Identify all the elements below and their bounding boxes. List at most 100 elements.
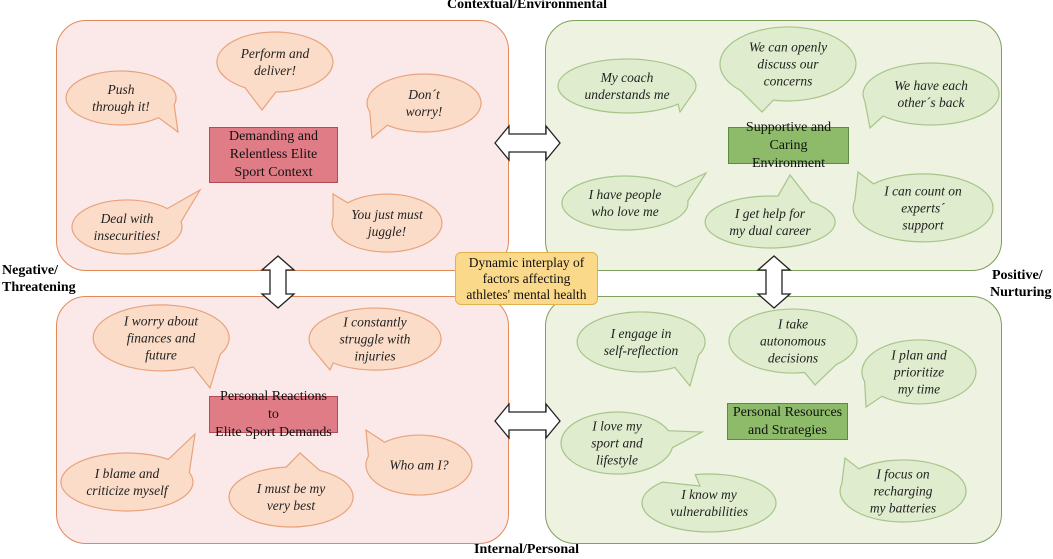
speech-bubble-line: injuries [354,348,396,364]
speech-bubble-line: I blame and [94,466,160,481]
speech-bubble-shape [719,26,857,113]
speech-bubble-line: understands me [584,87,670,102]
speech-bubble-shape [728,308,858,386]
axis-label-bottom: Internal/Personal [474,542,579,557]
speech-bubble-text: Perform and deliver! [241,45,310,79]
speech-bubble-line: I know my [681,487,737,502]
speech-bubble-shape [704,173,836,249]
speech-bubble-line: support [902,217,944,233]
speech-bubble-shape [365,428,473,496]
speech-bubble-line: I take [777,316,809,332]
speech-bubble-line: decisions [767,350,819,366]
speech-bubble-line: my time [897,381,941,397]
speech-bubble-shape [65,70,179,134]
speech-bubble-line: deliver! [254,63,296,78]
speech-bubble-line: Who am I? [389,457,449,473]
axis-label-right: Positive/ Nurturing [990,267,1051,301]
speech-bubble-text: I blame and criticize myself [86,465,167,499]
speech-bubble-text: Push through it! [92,81,150,115]
speech-bubble-line: I constantly [343,314,407,330]
context-title-line: Personal Resources [732,404,843,420]
speech-bubble-shape [561,171,708,231]
double-arrow-right [756,255,792,309]
speech-bubble-line: insecurities! [93,228,161,243]
context-box-demanding: Demanding and Relentless Elite Sport Con… [209,127,338,183]
speech-bubble-text: I know my vulnerabilities [670,486,748,520]
speech-bubble-shape [839,456,967,523]
speech-bubble-line: worry! [405,104,443,119]
speech-bubble-line: juggle! [367,224,407,239]
speech-bubble-line: finances and [126,330,196,346]
context-box-personal-resources: Personal Resources and Strategies [727,403,848,440]
speech-bubble-line: recharging [873,483,933,499]
speech-bubble-line: my batteries [869,500,937,516]
speech-bubble-line: other´s back [897,95,965,110]
speech-bubble-line: My coach [600,70,654,85]
speech-bubble-shape [366,73,482,140]
speech-bubble-text: We have each other´s back [894,77,968,111]
context-title-line: Supportive and [745,119,832,135]
center-box: Dynamic interplay of factors affecting a… [455,252,598,305]
context-title-line: and Strategies [748,422,827,438]
speech-bubble-line: I have people [588,187,662,202]
center-line: Dynamic interplay of [468,254,585,270]
speech-bubble-line: We have each [894,78,968,93]
axis-label-top: Contextual/Environmental [447,0,607,12]
context-box-personal-reactions: Personal Reactions to Elite Sport Demand… [209,389,338,440]
speech-bubble-line: concerns [763,73,813,89]
speech-bubble-line: Perform and [240,46,310,61]
speech-bubble-line: Don´t [408,87,440,102]
speech-bubble-shape [852,170,994,243]
speech-bubble-shape [557,58,697,114]
speech-bubble-shape [560,411,705,475]
speech-bubble-line: sport and [591,435,643,451]
axis-label-left-line2: Threatening [2,280,76,295]
axis-label-right-line1: Positive/ [992,268,1043,283]
speech-bubble-text: Don´t worry! [406,86,443,120]
speech-bubble-line: through it! [92,99,150,114]
speech-bubble-line: I get help for [734,206,806,221]
center-line: athletes' mental health [466,286,587,302]
speech-bubble-line: Push [107,82,135,97]
speech-bubble-shape [861,339,977,409]
speech-bubble-line: I can count on [884,183,962,199]
context-title-line: Relentless Elite [229,147,318,162]
speech-bubble-line: who love me [591,204,659,219]
speech-bubble-text: I have people who love me [589,186,662,220]
speech-bubble-line: I plan and [891,347,947,363]
speech-bubble-shape [331,192,443,253]
speech-bubble-line: vulnerabilities [670,504,748,519]
speech-bubble-shape [862,62,1000,130]
context-title-line: Caring Environment [751,137,826,171]
speech-bubble-shape [228,452,354,528]
speech-bubble-line: I must be my [256,481,326,496]
context-title-line: Demanding and [228,129,319,144]
axis-label-right-line2: Nurturing [990,285,1052,300]
speech-bubble-text: My coach understands me [584,69,669,103]
context-box-supportive: Supportive and Caring Environment [728,120,849,171]
speech-bubble-line: criticize myself [86,483,168,498]
speech-bubble-line: struggle with [339,331,411,347]
speech-bubble-shape [92,304,230,390]
center-line: factors affecting [482,270,571,286]
double-arrow-bottom [494,402,561,440]
speech-bubble-line: prioritize [893,364,945,380]
axis-label-left: Negative/ Threatening [2,262,76,296]
speech-bubble-line: self-reflection [603,343,679,358]
speech-bubble-line: I love my [592,418,642,434]
context-title-line: Elite Sport Demands [215,424,332,440]
speech-bubble-line: We can openly [748,39,828,55]
